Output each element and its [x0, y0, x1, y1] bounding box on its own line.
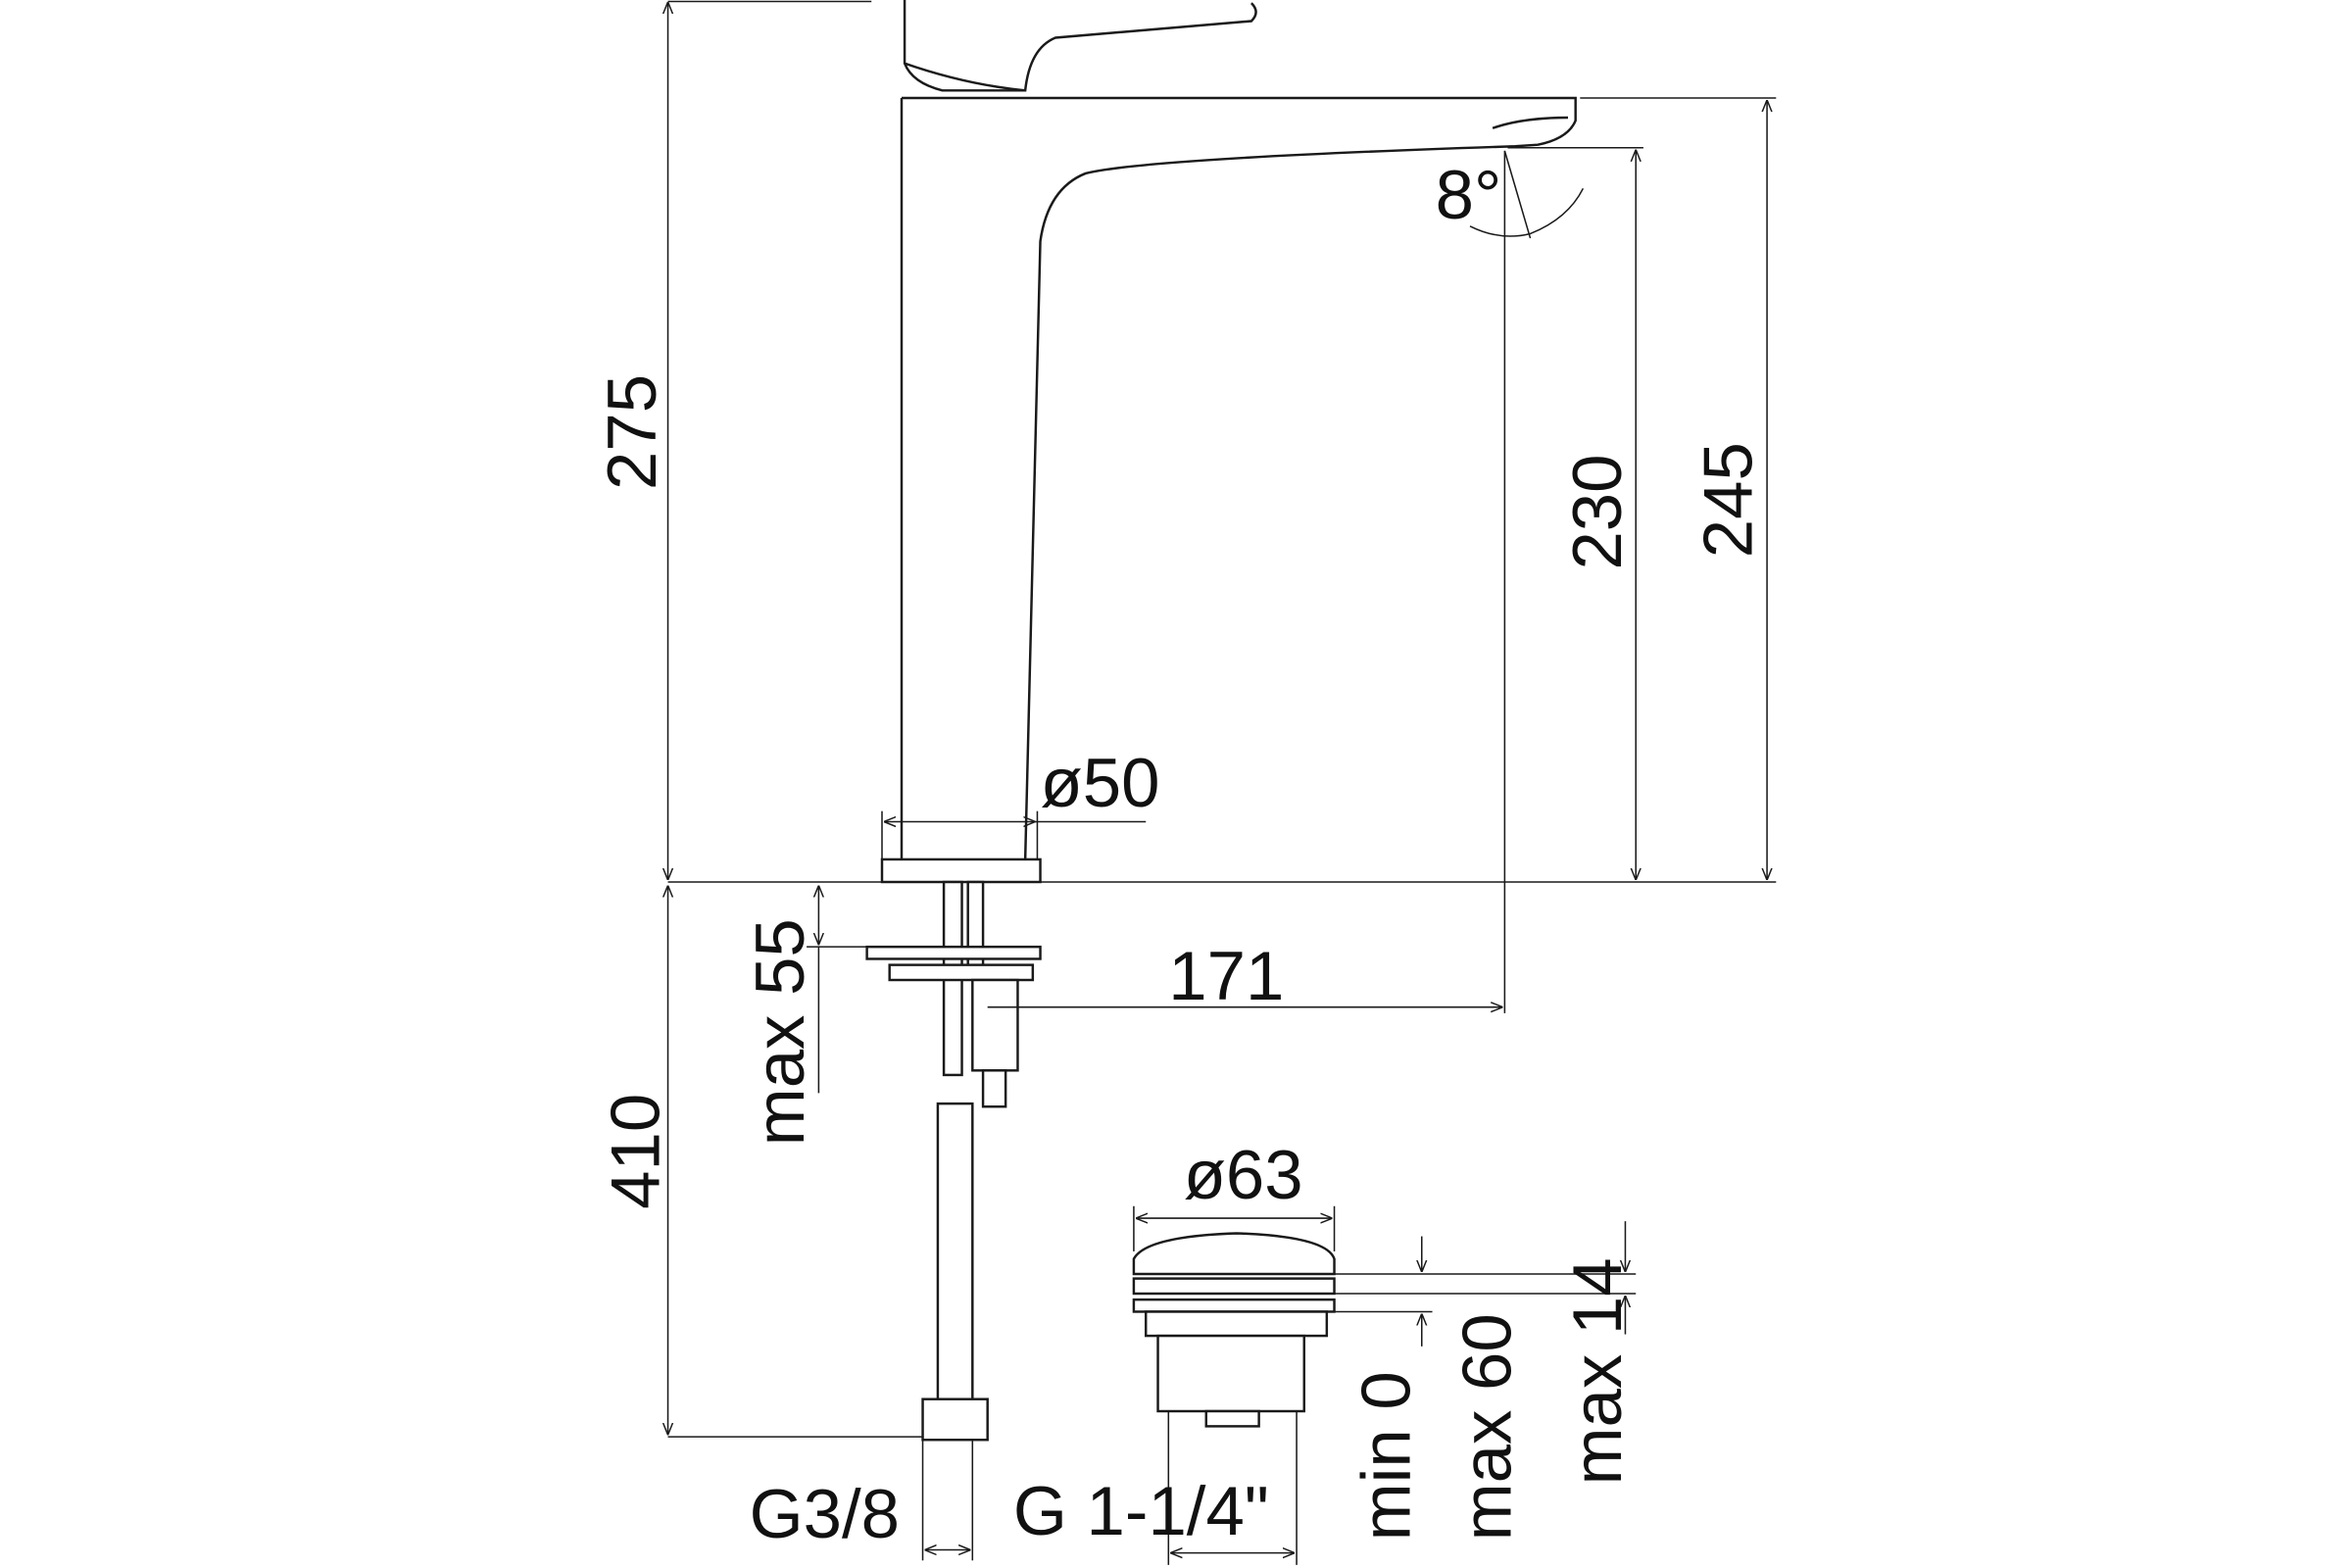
dimension-waste-range: min 0 max 60 max 14 — [1334, 1221, 1637, 1541]
waste-valve — [1132, 1232, 1336, 1428]
label-waste-diameter: ø63 — [1184, 1136, 1303, 1213]
dimension-max-deck-thickness: max 55 — [741, 887, 867, 1146]
dimension-waste-thread: G 1-1/4" — [1013, 1411, 1298, 1565]
label-waste-min: min 0 — [1347, 1371, 1424, 1541]
dimension-spout-top-height: 245 — [1580, 97, 1777, 879]
label-waste-max: max 60 — [1448, 1313, 1526, 1541]
label-hose-thread: G3/8 — [750, 1475, 900, 1552]
label-max-deck-thickness: max 55 — [741, 918, 818, 1146]
dimension-spout-outlet-height: 230 — [1507, 147, 1643, 879]
dimension-hose-thread: G3/8 — [750, 1440, 974, 1561]
label-hose-length: 410 — [596, 1094, 673, 1209]
faucet-body — [667, 0, 1577, 884]
label-waste-cap-height: max 14 — [1558, 1257, 1636, 1485]
dimension-hose-length: 410 — [596, 887, 923, 1438]
dimension-waste-diameter: ø63 — [1133, 1136, 1336, 1251]
dimension-overall-height: 275 — [593, 3, 670, 879]
label-spout-angle: 8° — [1436, 156, 1502, 233]
dimension-spout-reach: 171 — [987, 937, 1502, 1014]
mounting-kit — [865, 880, 1042, 1442]
label-base-diameter: ø50 — [1041, 744, 1160, 821]
dimension-base-diameter: ø50 — [881, 744, 1160, 859]
dimension-spout-angle: 8° — [1436, 150, 1585, 1013]
label-spout-top-height: 245 — [1690, 442, 1767, 558]
label-spout-outlet-height: 230 — [1558, 454, 1636, 569]
label-waste-thread: G 1-1/4" — [1013, 1472, 1269, 1549]
label-spout-reach: 171 — [1168, 937, 1284, 1014]
label-overall-height: 275 — [593, 374, 670, 490]
